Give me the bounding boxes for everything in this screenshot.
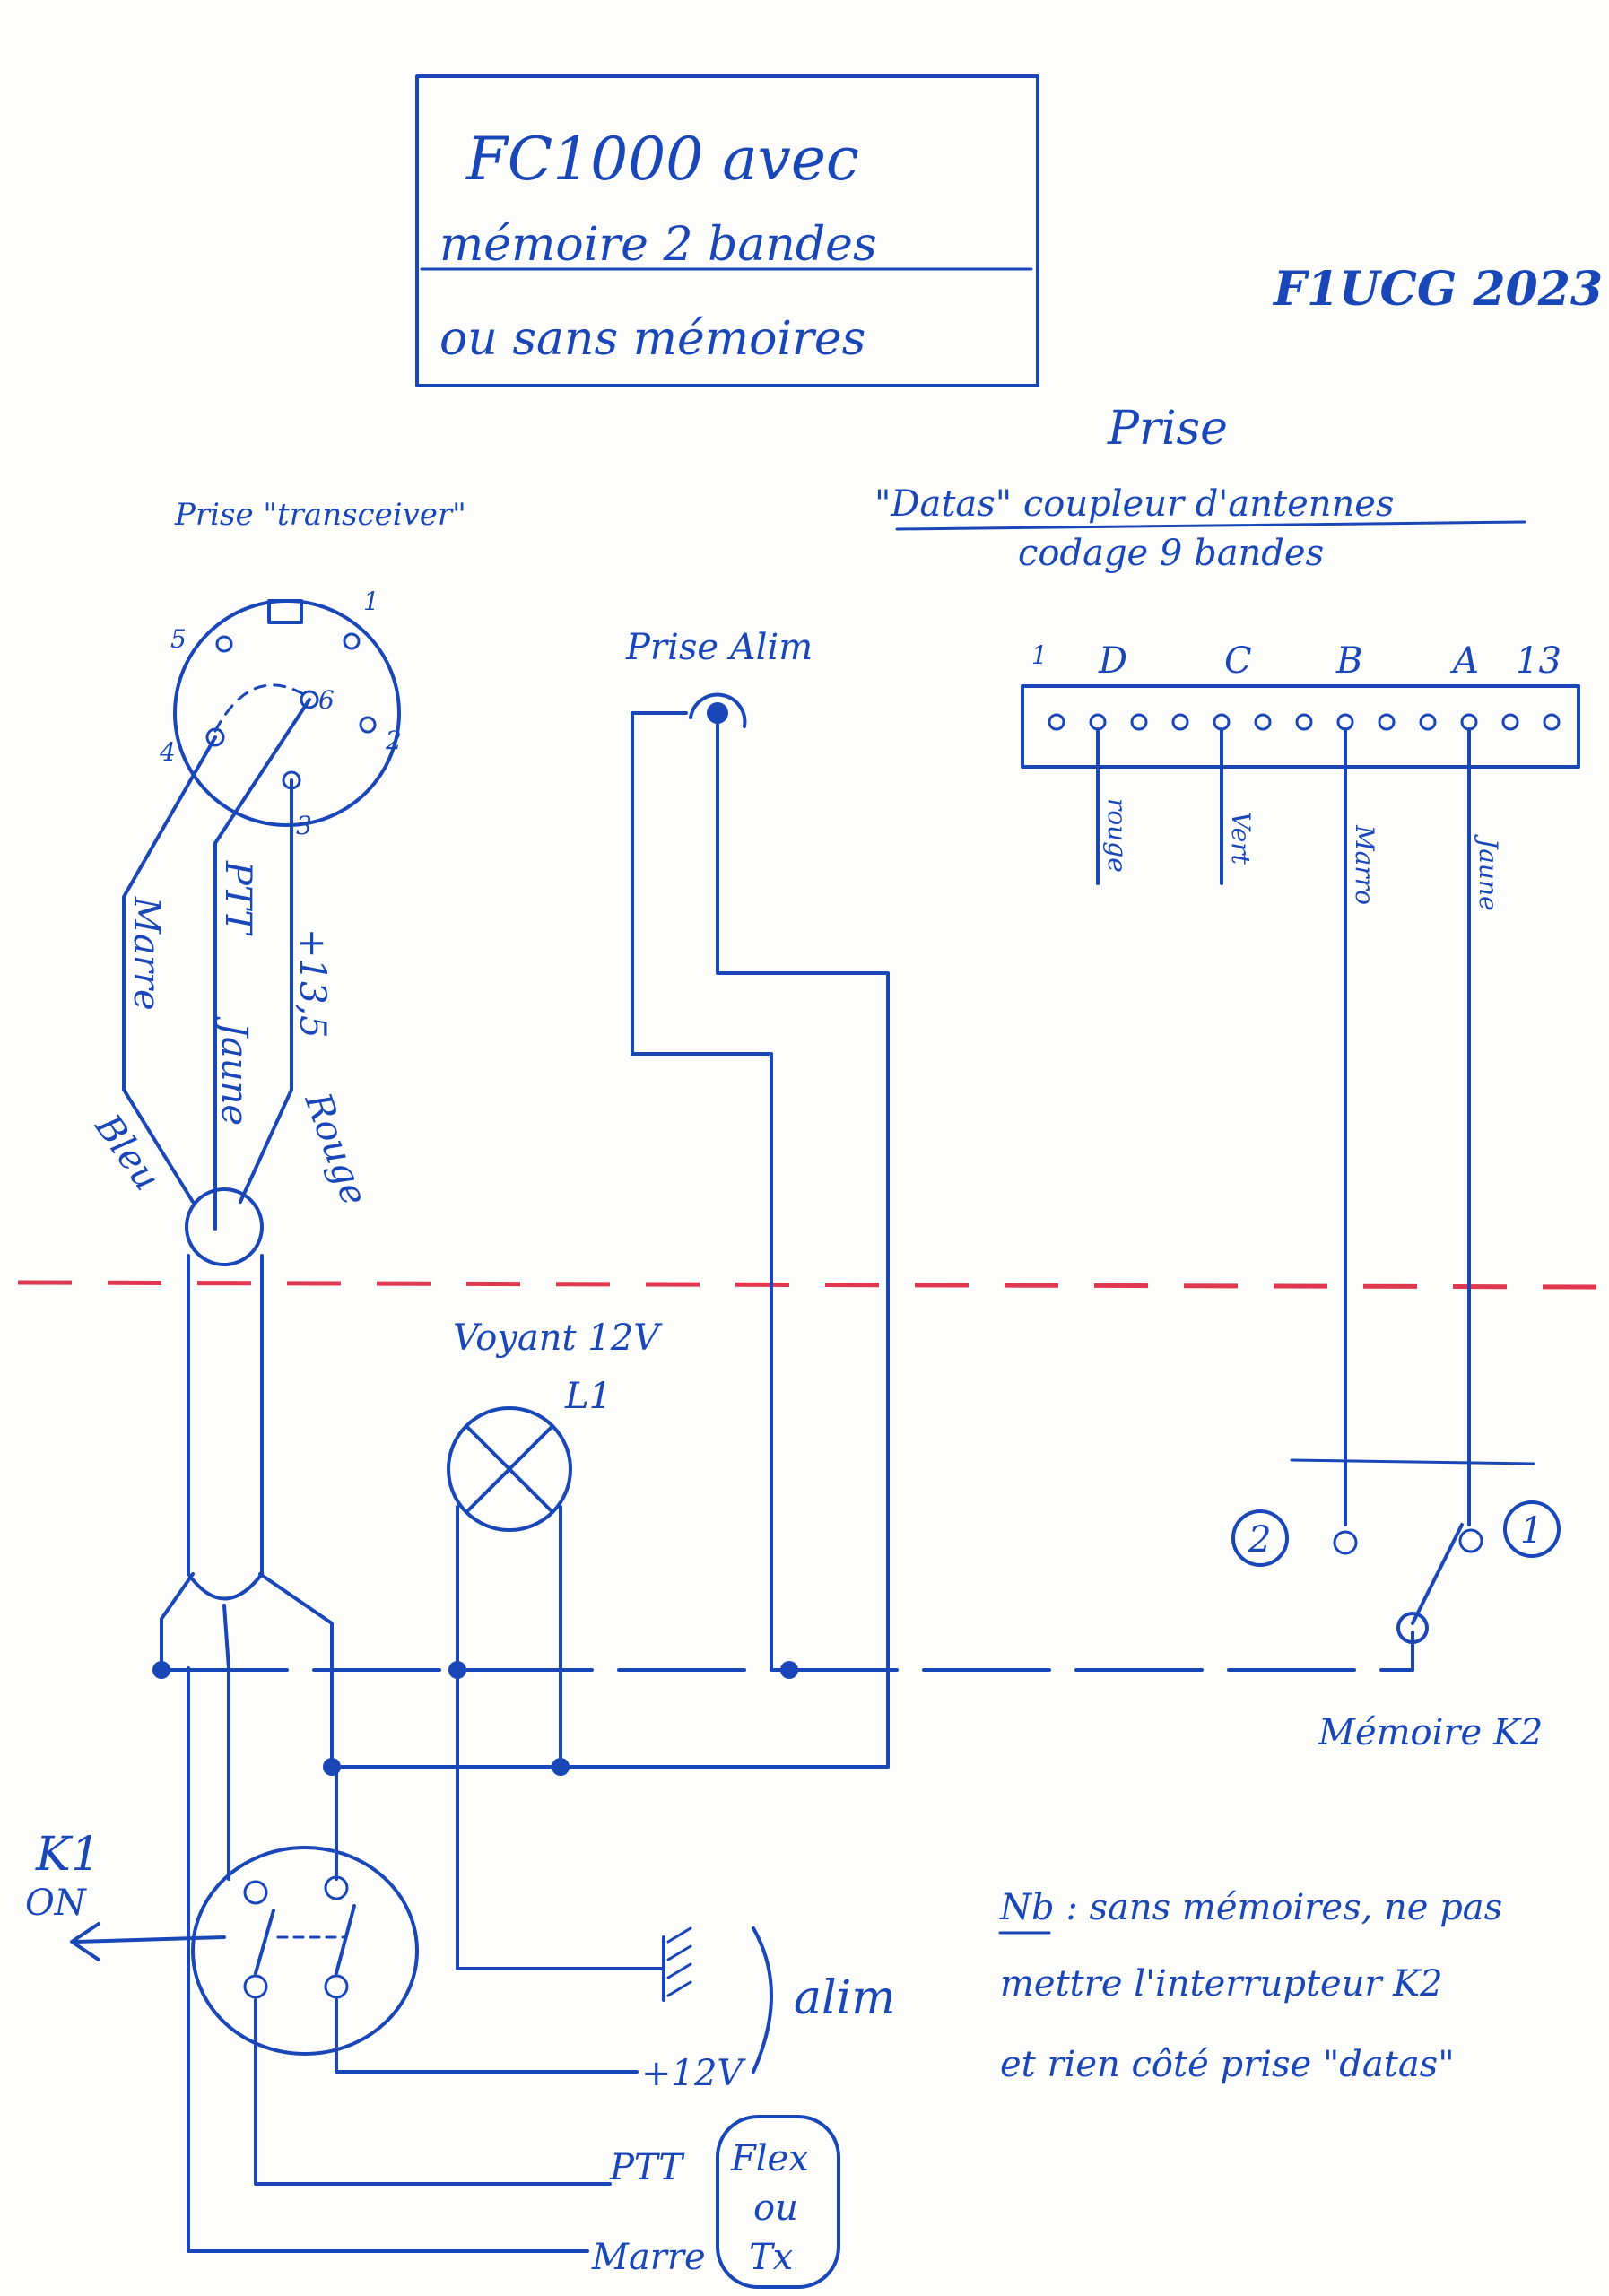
datas-connector-pins [1048, 713, 1561, 731]
pin-6 [300, 690, 319, 709]
datas-label-top: Prise [1107, 402, 1228, 456]
common-bus [152, 1631, 1414, 1679]
output-flex: Flex [730, 2138, 809, 2179]
wire-ptt [213, 698, 311, 1231]
datas-wire-label-vert: Vert [1226, 812, 1256, 865]
separator-line [17, 1280, 1597, 1290]
pin-label-6: 6 [318, 685, 335, 715]
flex-tx-box [716, 2115, 840, 2289]
k2-pos1: 1 [1520, 1510, 1543, 1552]
datas-wire-label-rouge: rouge [1102, 798, 1132, 873]
title-box: FC1000 avec mémoire 2 bandes ou sans mém… [415, 74, 1039, 387]
title-line3: ou sans mémoires [439, 312, 865, 366]
alim-wire-plus [716, 720, 890, 1769]
k2-position-1-badge [1503, 1500, 1561, 1558]
datas-pin-label-B: B [1335, 640, 1362, 682]
datas-wire-label-marron: Marro [1350, 824, 1379, 905]
cable [160, 1254, 334, 1769]
lamp-label: Voyant 12V [453, 1318, 663, 1359]
pin-label-5: 5 [170, 624, 187, 654]
k1-on-label: ON [25, 1883, 88, 1924]
socket-key-notch [267, 599, 303, 624]
title-line1: FC1000 avec [465, 125, 859, 194]
output-marron: Marre [591, 2237, 706, 2278]
alim-socket-label: Prise Alim [625, 627, 813, 668]
k2-memory-switch: 2 1 Mémoire K2 [1231, 1458, 1561, 1753]
ground-symbol [662, 1926, 692, 2002]
cable-entry-top [185, 1187, 264, 1266]
transceiver-socket: Prise "transceiver" 1 2 3 4 5 6 [159, 497, 466, 840]
alim-wire-ground [631, 711, 773, 1670]
output-lines: alim +12V PTT Marre Flex ou Tx [187, 1666, 896, 2289]
datas-connector-body [1021, 684, 1580, 769]
pin-2 [359, 716, 377, 734]
output-ptt: PTT [609, 2147, 685, 2188]
wire-label-bleu: Bleu [86, 1107, 168, 1198]
title-line2: mémoire 2 bandes [439, 218, 877, 272]
k1-on-switch: K1 ON [25, 1668, 419, 2056]
k2-lever [1411, 1523, 1464, 1625]
lamp-circle [447, 1406, 572, 1532]
k1-on-arrow [74, 1935, 226, 1944]
pin-5 [215, 635, 233, 653]
pin-label-3: 3 [296, 811, 312, 840]
k1-enclosure [191, 1846, 419, 2056]
k2-pos2: 2 [1248, 1519, 1271, 1561]
k2-position-2-badge [1231, 1509, 1289, 1567]
output-ou: ou [753, 2187, 798, 2229]
wire-label-jaune: Jaune [213, 1016, 255, 1126]
k1-label: K1 [35, 1828, 100, 1882]
plus12-bus [323, 1758, 890, 1776]
author-signature: F1UCG 2023 [1272, 262, 1603, 317]
pin-link-dashed [213, 683, 307, 733]
pin-label-2: 2 [385, 726, 402, 755]
pin-label-4: 4 [159, 737, 176, 767]
datas-label-sub: codage 9 bandes [1018, 533, 1324, 574]
pin-label-1: 1 [363, 587, 379, 616]
datas-wire-label-jaune: Jaune [1474, 834, 1503, 911]
transceiver-socket-body [173, 599, 401, 827]
datas-socket: Prise "Datas" coupleur d'antennes codage… [874, 402, 1580, 1526]
note-block: Nb : sans mémoires, ne pas mettre l'inte… [998, 1887, 1502, 2085]
note-line3: et rien côté prise "datas" [1000, 2044, 1455, 2085]
datas-label-main: "Datas" coupleur d'antennes [874, 483, 1394, 525]
note-line1: Nb : sans mémoires, ne pas [999, 1887, 1502, 1928]
output-plus12: +12V [641, 2053, 746, 2094]
wire-plus [239, 778, 293, 1204]
datas-pin-label-13: 13 [1516, 640, 1561, 682]
transceiver-socket-label: Prise "transceiver" [174, 497, 466, 533]
wire-marron [122, 735, 217, 1204]
transceiver-wires: Marre PTT +13,5 Bleu Jaune Rouge [86, 698, 375, 1266]
datas-underline [895, 520, 1526, 531]
ptt-out-line [254, 1998, 612, 2186]
datas-pin-label-D: D [1098, 640, 1127, 682]
datas-pin-label-C: C [1224, 640, 1252, 682]
marron-out-line [187, 1666, 589, 2253]
note-line2: mettre l'interrupteur K2 [1000, 1963, 1443, 2005]
pin-1 [343, 632, 361, 650]
datas-pin-label-A: A [1449, 640, 1479, 682]
wire-label-rouge: Rouge [296, 1087, 375, 1211]
lamp-l1: Voyant 12V L1 [447, 1318, 663, 1970]
datas-pin-label-1: 1 [1031, 640, 1048, 670]
output-tx: Tx [749, 2237, 793, 2278]
alim-brace [752, 1926, 773, 2074]
plus12-out-line [335, 1998, 639, 2074]
alim-socket: Prise Alim [625, 627, 890, 1769]
output-alim: alim [794, 1971, 896, 2025]
wire-label-ptt: PTT [217, 860, 258, 936]
lamp-ref: L1 [564, 1376, 612, 1417]
k2-label: Mémoire K2 [1318, 1712, 1543, 1753]
wire-label-marron: Marre [126, 896, 167, 1011]
wire-label-plus: +13,5 [291, 928, 333, 1039]
